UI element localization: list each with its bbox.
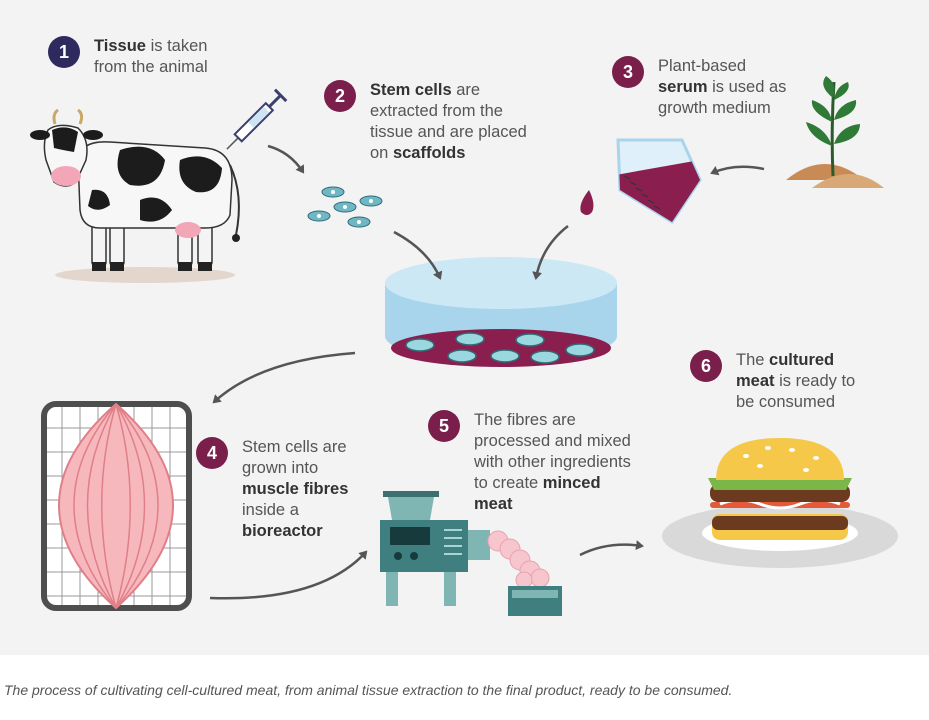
bold-term: scaffolds xyxy=(392,144,466,162)
text-run: Plant-based xyxy=(658,57,747,75)
bold-term: meat xyxy=(736,372,775,390)
step-number-badge: 5 xyxy=(428,410,460,442)
bold-term: serum xyxy=(658,78,708,96)
flow-arrows xyxy=(209,144,765,600)
arrow-dish-to-bioreactor xyxy=(212,351,356,404)
text-run: with other ingredients xyxy=(474,453,631,471)
text-run: tissue and are placed xyxy=(370,123,527,141)
text-run: is used as xyxy=(707,78,787,96)
step-number-badge: 1 xyxy=(48,36,80,68)
text-run: The xyxy=(736,351,770,369)
bold-term: cultured xyxy=(769,351,835,369)
text-run: on xyxy=(370,144,393,162)
text-run: processed and mixed xyxy=(474,432,631,450)
stem-cells-icon xyxy=(307,186,383,228)
bold-term: Tissue xyxy=(94,37,146,55)
serum-drop-icon xyxy=(580,190,594,215)
step-2: 2 Stem cells are extracted from the tissue… xyxy=(324,80,527,164)
step-number-badge: 6 xyxy=(690,350,722,382)
meat-mincer-icon xyxy=(380,491,562,616)
text-run: Stem cells are xyxy=(242,438,347,456)
step-1-text: Tissue is taken from the animal xyxy=(94,36,208,78)
text-run: be consumed xyxy=(736,393,836,411)
step-number-badge: 3 xyxy=(612,56,644,88)
text-run: The fibres are xyxy=(474,411,576,429)
bold-term: Stem cells xyxy=(370,81,452,99)
arrow-bioreactor-to-mincer xyxy=(209,550,368,600)
step-5: 5 The fibres are processed and mixed with … xyxy=(428,410,631,515)
figure-caption: The process of cultivating cell-cultured… xyxy=(4,682,733,698)
arrow-cow-to-cells xyxy=(267,144,305,174)
plant-icon xyxy=(786,76,884,188)
text-run: to create xyxy=(474,474,543,492)
arrow-serum-to-dish xyxy=(532,225,569,280)
process-illustration xyxy=(30,76,898,616)
bioreactor-icon xyxy=(41,401,192,611)
step-number-badge: 4 xyxy=(196,437,228,469)
text-run: growth medium xyxy=(658,99,771,117)
step-4: 4 Stem cells are grown into muscle fibres i… xyxy=(196,437,348,542)
bold-term: bioreactor xyxy=(242,522,323,540)
step-number-badge: 2 xyxy=(324,80,356,112)
step-6-text: The cultured meat is ready to be consumed xyxy=(736,350,855,413)
minced-meat-icon xyxy=(487,530,550,589)
step-2-text: Stem cells are extracted from the tissue a… xyxy=(370,80,527,164)
syringe-icon xyxy=(226,88,288,150)
step-4-text: Stem cells are grown into muscle fibres ins… xyxy=(242,437,348,542)
text-run: from the animal xyxy=(94,58,208,76)
step-3-text: Plant-based serum is used as growth medium xyxy=(658,56,786,119)
arrow-mincer-to-burger xyxy=(579,540,644,557)
bold-term: muscle fibres xyxy=(242,480,349,498)
text-run: inside a xyxy=(242,501,299,519)
text-run: is ready to xyxy=(774,372,856,390)
bold-term: meat xyxy=(474,495,513,513)
step-5-text: The fibres are processed and mixed with ot… xyxy=(474,410,631,515)
arrow-plant-to-beaker xyxy=(710,165,765,176)
cow-illustration xyxy=(30,108,240,283)
muscle-fibres-icon xyxy=(73,403,159,609)
text-run: is taken xyxy=(145,37,208,55)
petri-dish-icon xyxy=(385,257,617,367)
text-run: are xyxy=(451,81,481,99)
step-1: 1 Tissue is taken from the animal xyxy=(48,36,208,78)
arrow-cells-to-dish xyxy=(393,230,443,280)
burger-icon xyxy=(662,438,898,568)
text-run: extracted from the xyxy=(370,102,503,120)
text-run: grown into xyxy=(242,459,319,477)
serum-beaker-icon xyxy=(580,138,702,225)
bold-term: minced xyxy=(542,474,601,492)
step-6: 6 The cultured meat is ready to be consume… xyxy=(690,350,855,413)
step-3: 3 Plant-based serum is used as growth medi… xyxy=(612,56,786,119)
